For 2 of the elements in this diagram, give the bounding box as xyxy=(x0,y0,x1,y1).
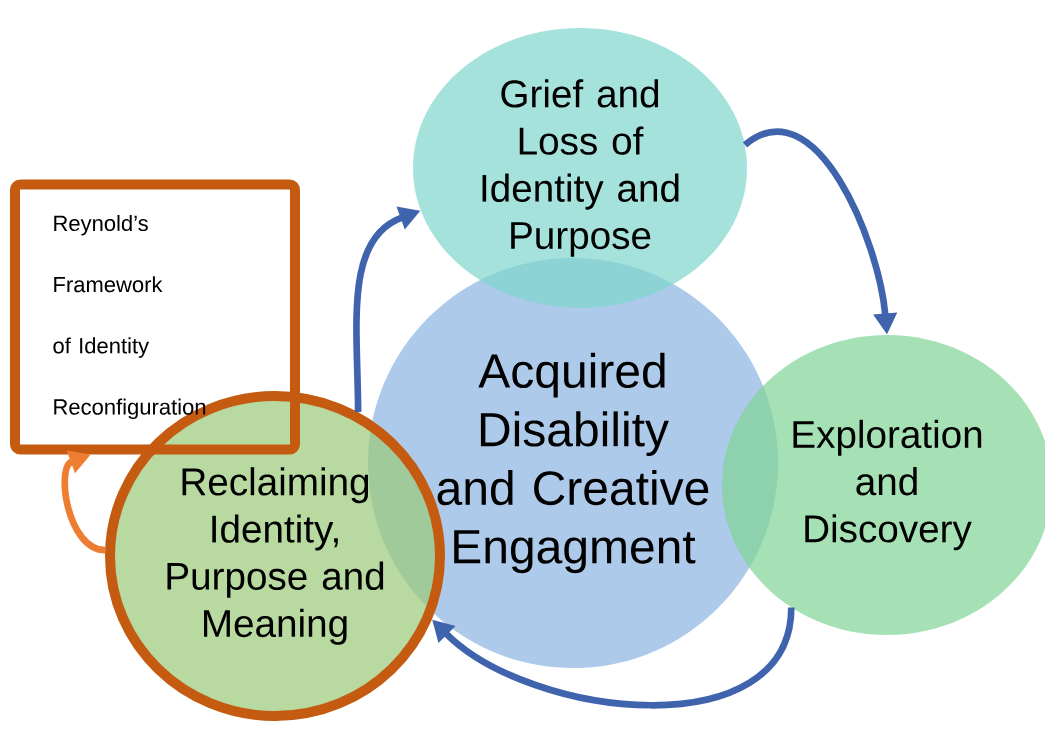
framework-box: Reynold’s Framework of Identity Reconfiguration xyxy=(10,179,300,455)
curved-arrow xyxy=(61,450,106,554)
